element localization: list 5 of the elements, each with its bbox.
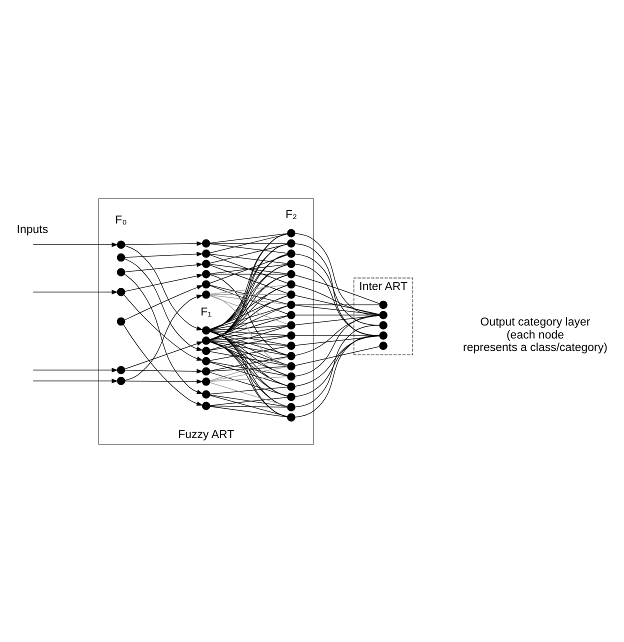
label: Inputs bbox=[16, 223, 48, 236]
label: F₂ bbox=[285, 208, 297, 221]
label: Output category layer (each node represents a class/category) bbox=[463, 316, 608, 354]
label: F₁ bbox=[200, 306, 212, 318]
label: F₀ bbox=[115, 214, 127, 226]
